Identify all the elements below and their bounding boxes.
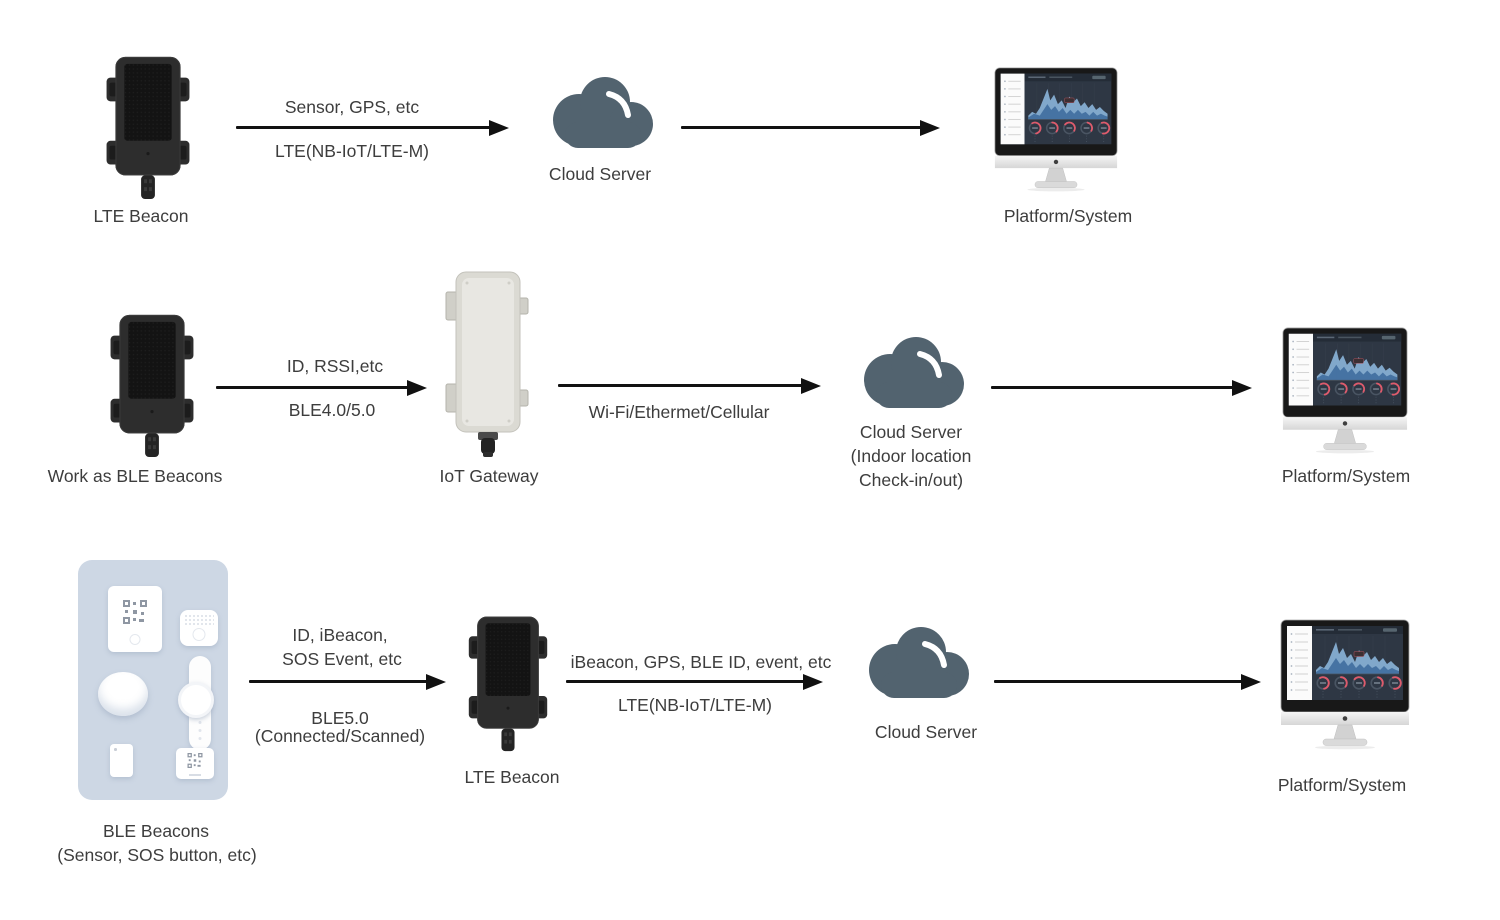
cloud-label: Cloud Server xyxy=(874,722,978,742)
cloud-label-line2: (Indoor location xyxy=(850,446,972,466)
cloud-label-line1: Cloud Server xyxy=(859,422,963,442)
desktop-dashboard-monitor-icon xyxy=(1270,618,1420,750)
platform-label: Platform/System xyxy=(1277,775,1407,795)
arrow-label-below: LTE(NB-IoT/LTE-M) xyxy=(275,141,429,161)
cloud-label-line3: Check-in/out) xyxy=(858,470,964,490)
ble-wristband-beacon-icon xyxy=(178,656,218,750)
device-label: LTE Beacon xyxy=(464,767,560,787)
cloud-label: Cloud Server xyxy=(548,164,652,184)
cloud-icon xyxy=(545,72,657,156)
arrow-label-above-line2: SOS Event, etc xyxy=(282,649,402,669)
flow-arrow xyxy=(681,126,921,129)
arrow-label-below: BLE4.0/5.0 xyxy=(288,400,376,420)
lte-beacon-device-icon xyxy=(463,612,553,752)
strap-hole xyxy=(198,729,202,732)
flow-arrow xyxy=(236,126,490,129)
flow-arrow xyxy=(558,384,802,387)
qr-code-icon xyxy=(188,753,203,768)
speaker-dots xyxy=(184,614,214,627)
gateway-label: IoT Gateway xyxy=(439,466,539,486)
arrow-label-above: iBeacon, GPS, BLE ID, event, etc xyxy=(570,652,832,672)
ble-small-beacon-icon xyxy=(110,744,133,777)
arrow-label-below-line1: BLE5.0 xyxy=(311,708,369,728)
lte-beacon-device-icon xyxy=(100,52,196,200)
cloud-icon xyxy=(856,332,968,416)
iot-gateway-device-icon xyxy=(442,268,534,460)
platform-label: Platform/System xyxy=(1281,466,1411,486)
arrow-label-above: Sensor, GPS, etc xyxy=(284,97,420,117)
button-dot xyxy=(192,628,206,641)
flow-arrow xyxy=(249,680,427,683)
panel-label-line1: BLE Beacons xyxy=(102,821,210,841)
ble-card-beacon-icon xyxy=(108,586,162,652)
wristband-face xyxy=(178,682,214,718)
arrow-label-below: LTE(NB-IoT/LTE-M) xyxy=(618,695,772,715)
flow-arrow xyxy=(566,680,804,683)
arrow-label-above: ID, RSSI,etc xyxy=(286,356,384,376)
arrow-label-below: Wi-Fi/Ethermet/Cellular xyxy=(588,402,770,422)
ble-puck-beacon-icon xyxy=(98,672,148,716)
ble-qr-beacon-icon xyxy=(176,748,214,779)
flow-arrow xyxy=(994,680,1242,683)
device-label: LTE Beacon xyxy=(93,206,189,226)
panel-label-line2: (Sensor, SOS button, etc) xyxy=(57,845,257,865)
arrow-label-below-line2: (Connected/Scanned) xyxy=(254,726,426,746)
desktop-dashboard-monitor-icon xyxy=(984,66,1128,192)
lte-beacon-device-icon xyxy=(104,310,200,458)
label-line xyxy=(189,774,201,776)
flow-arrow xyxy=(216,386,408,389)
qr-code-icon xyxy=(123,600,147,624)
ble-beacons-panel xyxy=(78,560,228,800)
flow-arrow xyxy=(991,386,1233,389)
ble-mini-beacon-icon xyxy=(180,610,218,646)
arrow-label-above-line1: ID, iBeacon, xyxy=(292,625,388,645)
platform-label: Platform/System xyxy=(1003,206,1133,226)
button-dot xyxy=(129,634,141,645)
cloud-icon xyxy=(861,622,973,706)
strap-hole xyxy=(198,721,202,724)
strap-hole xyxy=(198,737,202,740)
desktop-dashboard-monitor-icon xyxy=(1272,326,1418,454)
device-label: Work as BLE Beacons xyxy=(47,466,223,486)
led-dot xyxy=(114,748,117,751)
